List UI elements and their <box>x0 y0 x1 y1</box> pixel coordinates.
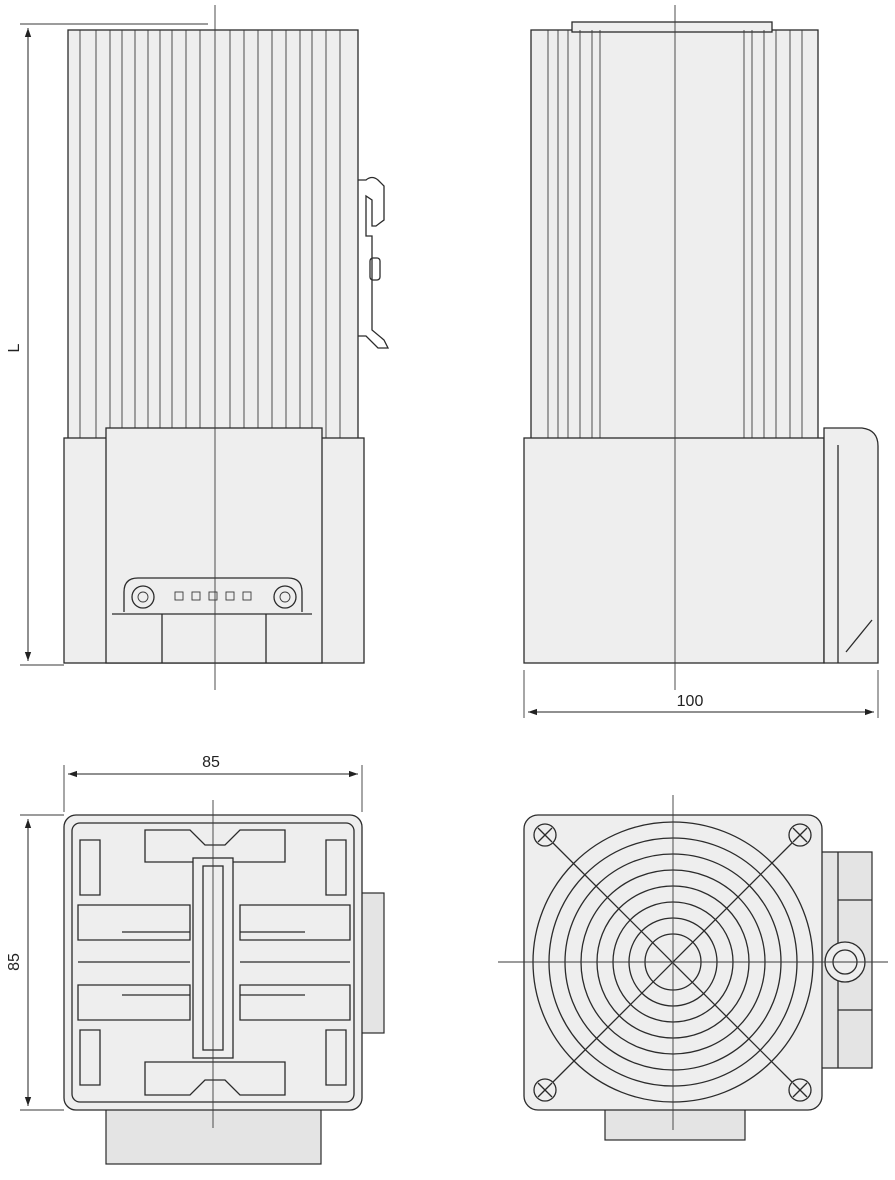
terminal-block <box>123 577 303 612</box>
side-top-cap <box>571 21 773 33</box>
din-rail-clip <box>358 176 390 349</box>
front-heatsink-fins <box>79 30 341 440</box>
height-label: 85 <box>6 953 23 971</box>
side-housing <box>523 437 825 664</box>
end-view-heatsink <box>63 800 385 1165</box>
fan-view <box>498 795 888 1141</box>
side-fan-grille-profile <box>823 427 879 664</box>
profile-chambers <box>77 829 351 1096</box>
dimension-length: L <box>6 23 208 666</box>
dimension-width: 85 <box>63 754 363 812</box>
side-heatsink <box>530 29 819 441</box>
terminal-contacts <box>174 591 252 601</box>
front-heatsink <box>67 29 359 441</box>
depth-label: 100 <box>677 693 704 710</box>
terminal-screw-left <box>131 585 155 609</box>
end-view-housing <box>105 1099 322 1165</box>
front-view <box>63 5 390 690</box>
dimension-depth: 100 <box>523 670 879 718</box>
width-label: 85 <box>202 754 220 771</box>
fan-mount-holes <box>533 823 812 1102</box>
fan-grille-spokes <box>544 834 801 1091</box>
terminal-screw-right <box>273 585 297 609</box>
side-heatsink-fins <box>547 30 803 440</box>
front-terminal-cover <box>105 427 323 664</box>
length-label: L <box>6 343 23 352</box>
dimension-height: 85 <box>6 814 64 1111</box>
side-view <box>523 5 879 690</box>
